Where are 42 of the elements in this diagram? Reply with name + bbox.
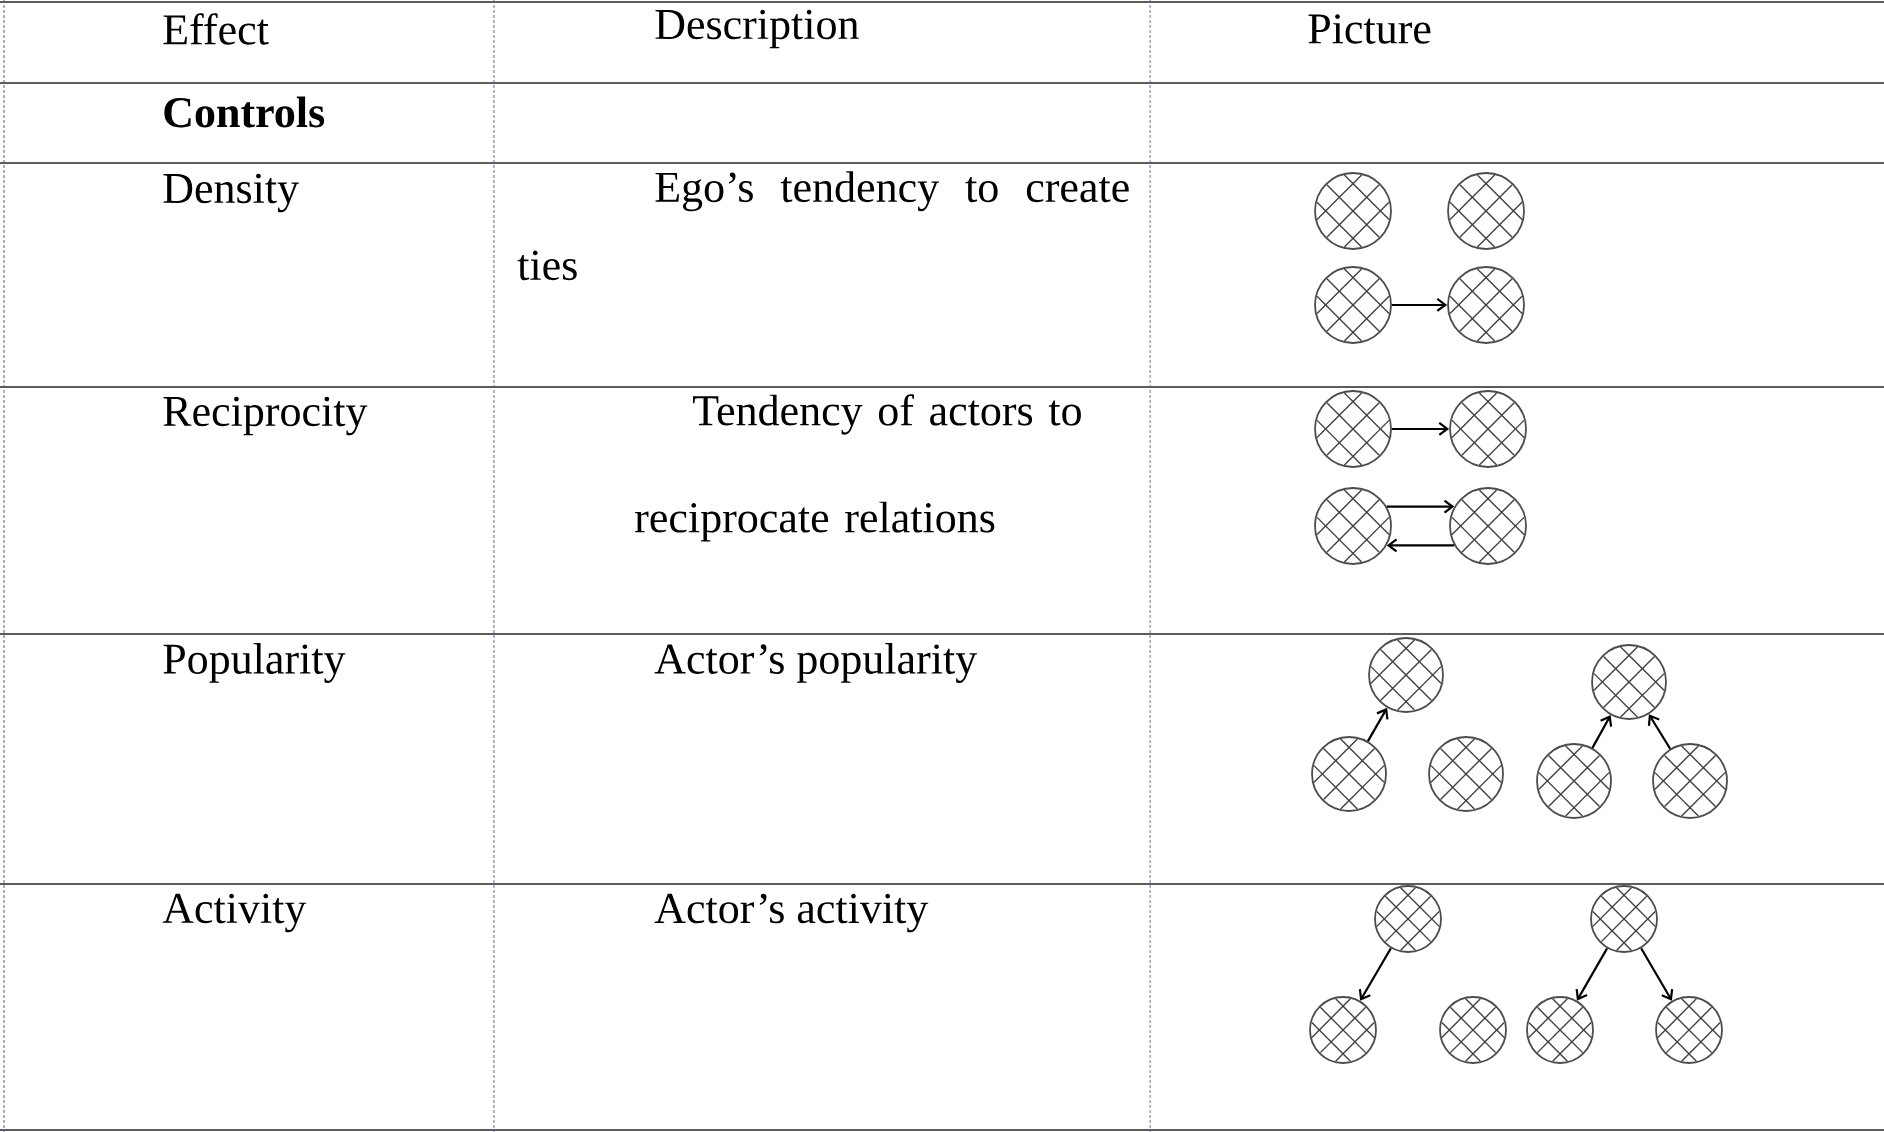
arrow — [1640, 947, 1674, 1001]
arrow — [1358, 947, 1392, 1001]
arrow — [1575, 947, 1609, 1001]
description-text: Actor’s popularity — [654, 643, 978, 683]
description-text: Tendency of actors to reciprocate relations — [635, 394, 1081, 542]
arrow — [1391, 298, 1448, 312]
hatched-circle — [1374, 885, 1442, 953]
hatched-circle — [1368, 637, 1444, 713]
hatched-circle — [1591, 644, 1667, 720]
hatched-circle — [1314, 172, 1392, 250]
arrow — [1386, 538, 1455, 553]
arrow — [1647, 714, 1672, 750]
hatched-circle — [1309, 996, 1377, 1064]
column-header: Description — [655, 9, 859, 49]
hatched-circle — [1526, 996, 1594, 1064]
hatched-circle — [1590, 885, 1658, 953]
hatched-circle — [1447, 172, 1525, 250]
arrow — [1391, 422, 1450, 436]
arrow — [1591, 715, 1613, 749]
effect-name: Reciprocity — [163, 396, 368, 436]
effect-name: Activity — [162, 893, 307, 933]
column-header: Effect — [163, 13, 269, 45]
column-header: Picture — [1308, 14, 1431, 44]
hatched-circle — [1652, 743, 1728, 819]
description-text: Ego’s tendency to create ties — [517, 171, 1129, 281]
description-text: Actor’s activity — [654, 893, 929, 933]
arrow — [1366, 707, 1389, 742]
hatched-circle — [1449, 390, 1527, 468]
section-heading: Controls — [164, 96, 325, 128]
hatched-circle — [1428, 736, 1504, 812]
arrow — [1386, 499, 1455, 514]
hatched-circle — [1447, 266, 1525, 344]
hatched-circle — [1449, 487, 1527, 565]
hatched-circle — [1314, 266, 1392, 344]
hatched-circle — [1314, 390, 1392, 468]
effect-name: Density — [163, 173, 299, 213]
hatched-circle — [1536, 743, 1612, 819]
hatched-circle — [1439, 996, 1507, 1064]
hatched-circle — [1314, 487, 1392, 565]
hatched-circle — [1655, 996, 1723, 1064]
effect-name: Popularity — [163, 643, 346, 683]
hatched-circle — [1311, 736, 1387, 812]
